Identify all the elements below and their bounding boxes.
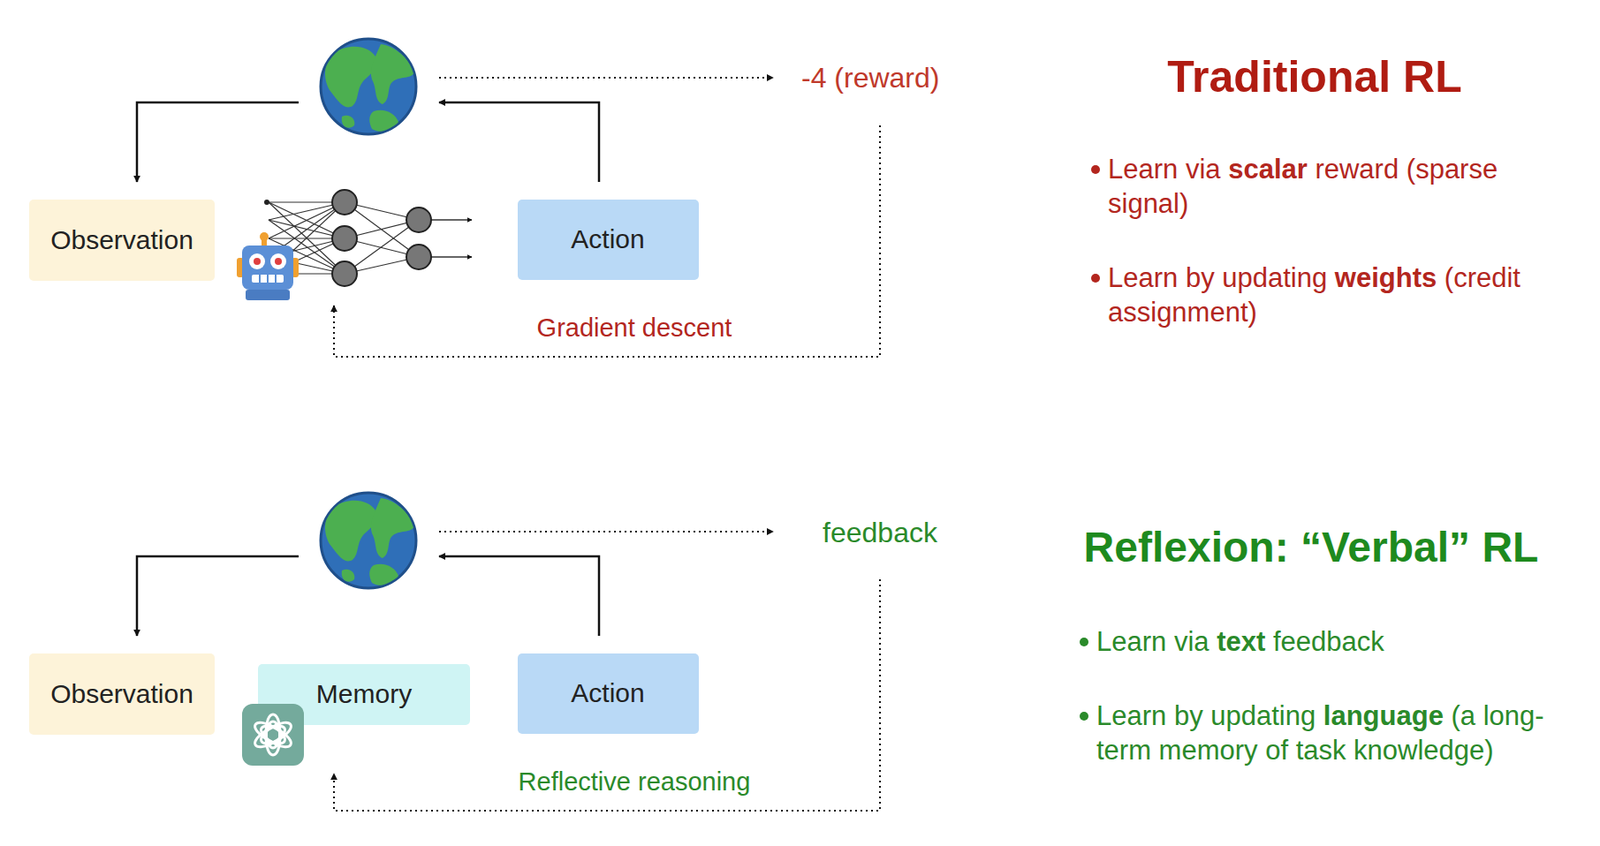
drawing-part <box>265 721 281 756</box>
bullet-text: Learn by updating <box>1107 262 1328 294</box>
box-label: Observation <box>50 224 194 257</box>
observation-box: Observation <box>29 653 215 736</box>
network-output <box>431 256 472 258</box>
bullet-text: feedback <box>1273 626 1385 658</box>
drawing-part <box>341 115 356 129</box>
network-input <box>264 199 270 205</box>
box-label: Memory <box>316 678 412 711</box>
drawing-part <box>325 498 415 586</box>
network-neuron <box>406 207 432 233</box>
memory-box: Memory <box>257 664 471 726</box>
robot-icon <box>236 232 299 301</box>
action-box: Action <box>517 199 699 281</box>
drawing-part <box>320 38 417 135</box>
box-label: Observation <box>50 678 194 711</box>
network-neuron <box>406 244 432 270</box>
bullet-text: weights <box>1334 262 1437 294</box>
panel-title: Traditional RL <box>1167 50 1462 104</box>
drawing-part <box>251 274 284 283</box>
bullet-text: Learn via <box>1096 626 1210 658</box>
feedback-label: feedback <box>822 515 938 550</box>
box-label: Action <box>570 223 645 256</box>
bullet-text: reward <box>1314 153 1399 185</box>
drawing-part <box>371 498 415 559</box>
drawing-part <box>325 44 415 132</box>
bullet-text: text <box>1216 626 1266 658</box>
drawing-part <box>270 253 287 270</box>
drawing-part <box>259 274 276 283</box>
drawing-part <box>320 492 417 589</box>
panel-title: Reflexion: “Verbal” RL <box>1084 522 1540 574</box>
observation-box: Observation <box>29 199 215 281</box>
drawing-part <box>251 722 289 752</box>
reward-label: -4 (reward) <box>801 60 940 95</box>
dotted-arrow <box>439 76 774 79</box>
dotted-arrow <box>439 530 774 533</box>
update-label: Reflective reasoning <box>518 766 751 798</box>
drawing-part <box>341 569 356 583</box>
box-label: Action <box>570 677 645 710</box>
drawing-part <box>245 289 290 301</box>
drawing-part <box>257 722 295 752</box>
bullet-point: Learn by updating language (a long-term … <box>1096 699 1578 769</box>
drawing-part <box>325 46 378 108</box>
bullet-dot <box>1079 712 1089 721</box>
drawing-part <box>371 44 415 105</box>
bullet-point: Learn via scalar reward (sparse signal) <box>1107 152 1524 222</box>
flow-arrow <box>439 556 600 637</box>
neural-network <box>264 189 472 287</box>
drawing-part <box>253 257 261 266</box>
bullet-point: Learn by updating weights (credit assign… <box>1107 261 1524 331</box>
flow-arrow <box>439 102 600 182</box>
bullet-dot <box>1091 273 1100 283</box>
bullet-text: Learn via <box>1107 153 1221 185</box>
bullet-dot <box>1079 637 1089 647</box>
drawing-part <box>369 564 399 586</box>
drawing-part <box>274 257 282 266</box>
drawing-part <box>242 245 294 290</box>
network-neuron <box>332 226 357 251</box>
flow-arrow <box>136 556 299 637</box>
network-output <box>431 219 472 221</box>
drawing-part <box>325 500 378 562</box>
network-weight <box>344 202 419 258</box>
globe-icon <box>320 38 417 135</box>
flow-arrow <box>136 102 299 182</box>
drawing-part <box>259 232 269 242</box>
bullet-text: language <box>1323 700 1444 732</box>
network-weight <box>344 219 419 274</box>
network-neuron <box>332 189 357 215</box>
network-neuron <box>332 261 357 287</box>
bullet-text: Learn by updating <box>1096 700 1316 732</box>
drawing-part <box>249 253 266 270</box>
dotted-arrow <box>333 125 880 357</box>
bullet-text: scalar <box>1228 153 1308 185</box>
drawing-part <box>369 110 399 132</box>
bullet-dot <box>1091 165 1100 175</box>
globe-icon <box>320 492 417 589</box>
bullet-point: Learn via text feedback <box>1096 625 1578 660</box>
update-label: Gradient descent <box>537 312 733 344</box>
action-box: Action <box>517 653 699 735</box>
